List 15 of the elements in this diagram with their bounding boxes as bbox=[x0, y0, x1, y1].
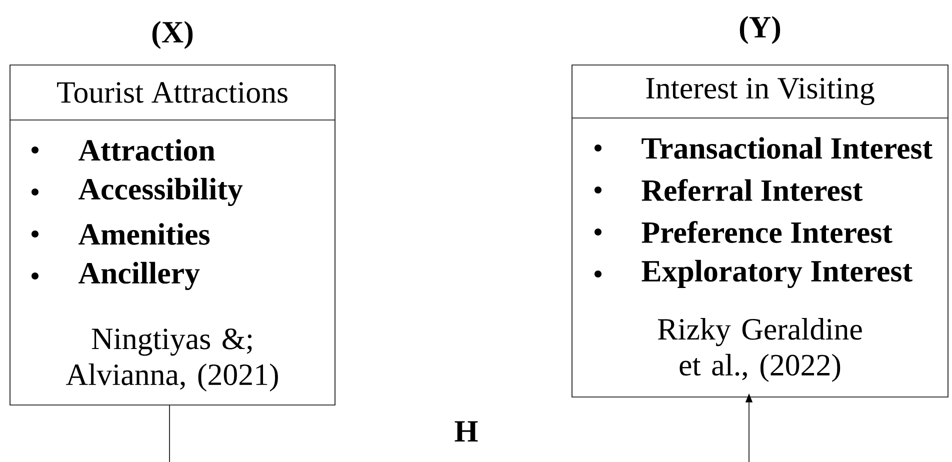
list-item: Preference Interest bbox=[642, 220, 892, 243]
box-heading: Interest in Visiting bbox=[646, 78, 874, 106]
edge-label: H bbox=[454, 421, 478, 442]
list-item: Amenities bbox=[78, 223, 210, 245]
variable-label: (X) bbox=[152, 20, 193, 49]
list-item: Referral Interest bbox=[642, 178, 863, 201]
citation: Ningtiyas &; Alvianna, (2021) bbox=[66, 328, 278, 392]
list-item: Ancillery bbox=[78, 262, 200, 290]
list-item: Transactional Interest bbox=[642, 137, 932, 159]
citation: Rizky Geraldine et al., (2022) bbox=[658, 318, 862, 382]
list-item: Exploratory Interest bbox=[642, 260, 912, 288]
variable-label: (Y) bbox=[740, 16, 780, 44]
list-item: Attraction bbox=[78, 139, 215, 161]
box-heading: Tourist Attractions bbox=[57, 82, 288, 103]
list-item: Accessibility bbox=[78, 178, 243, 206]
